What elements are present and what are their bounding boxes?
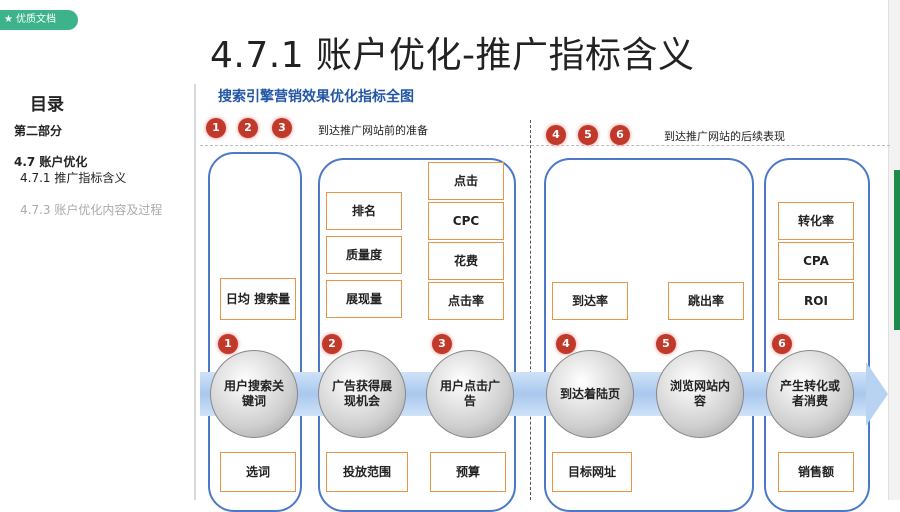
top-number-4: 4	[546, 125, 566, 145]
stage-label: 广告获得展现机会	[331, 379, 392, 408]
header-divider	[200, 145, 890, 146]
metric-clicks: 点击	[428, 162, 504, 200]
stage-number-5: 5	[656, 334, 676, 354]
stage-conversion: 产生转化或者消费	[766, 350, 854, 438]
stage-browse: 浏览网站内容	[656, 350, 744, 438]
metric-impressions: 展现量	[326, 280, 402, 318]
flow-arrow	[200, 372, 870, 416]
metric-budget: 预算	[430, 452, 506, 492]
stage-number-1: 1	[218, 334, 238, 354]
top-number-1: 1	[206, 118, 226, 138]
metric-cpc: CPC	[428, 202, 504, 240]
diagram-subtitle: 搜索引擎营销效果优化指标全图	[218, 89, 414, 105]
header-right: 到达推广网站的后续表现	[664, 130, 785, 143]
stage-label: 用户点击广告	[439, 379, 500, 408]
section-divider	[530, 120, 531, 500]
stage-user-click: 用户点击广告	[426, 350, 514, 438]
metric-keywords: 选词	[220, 452, 296, 492]
top-number-6: 6	[610, 125, 630, 145]
toc-item-inactive[interactable]: 4.7.3 账户优化内容及过程	[20, 203, 163, 217]
toc-section[interactable]: 4.7 账户优化	[14, 155, 88, 169]
metric-arrival-rate: 到达率	[552, 282, 628, 320]
metric-rank: 排名	[326, 192, 402, 230]
metric-cost: 花费	[428, 242, 504, 280]
top-number-5: 5	[578, 125, 598, 145]
metric-bounce-rate: 跳出率	[668, 282, 744, 320]
toc-part[interactable]: 第二部分	[14, 124, 63, 138]
stage-label: 到达着陆页	[559, 386, 620, 401]
flow-arrowhead	[866, 362, 888, 426]
metric-destination-url: 目标网址	[552, 452, 632, 492]
metric-cpa: CPA	[778, 242, 854, 280]
stage-label: 产生转化或者消费	[779, 379, 840, 408]
metric-roi: ROI	[778, 282, 854, 320]
metric-daily-searches: 日均 搜索量	[220, 278, 296, 320]
badge-label: 优质文档	[15, 14, 56, 25]
toc-item-active[interactable]: 4.7.1 推广指标含义	[20, 171, 127, 185]
stage-ad-display: 广告获得展现机会	[318, 350, 406, 438]
stage-landing: 到达着陆页	[546, 350, 634, 438]
metric-quality-score: 质量度	[326, 236, 402, 274]
stage-number-4: 4	[556, 334, 576, 354]
stage-number-6: 6	[772, 334, 792, 354]
metric-conversion-rate: 转化率	[778, 202, 854, 240]
top-number-2: 2	[238, 118, 258, 138]
star-icon: ★	[4, 14, 13, 25]
stage-number-2: 2	[322, 334, 342, 354]
stage-user-search: 用户搜索关键词	[210, 350, 298, 438]
divider-line	[194, 84, 196, 500]
quality-doc-badge: ★优质文档	[0, 10, 78, 30]
right-accent-bar	[894, 170, 900, 330]
top-number-3: 3	[272, 118, 292, 138]
metric-sales: 销售额	[778, 452, 854, 492]
metric-targeting: 投放范围	[326, 452, 408, 492]
stage-number-3: 3	[432, 334, 452, 354]
stage-label: 用户搜索关键词	[223, 379, 284, 408]
metric-ctr: 点击率	[428, 282, 504, 320]
header-left: 到达推广网站前的准备	[318, 124, 428, 137]
stage-label: 浏览网站内容	[669, 379, 730, 408]
toc-title: 目录	[30, 95, 64, 115]
slide-title: 4.7.1 账户优化-推广指标含义	[210, 35, 695, 76]
